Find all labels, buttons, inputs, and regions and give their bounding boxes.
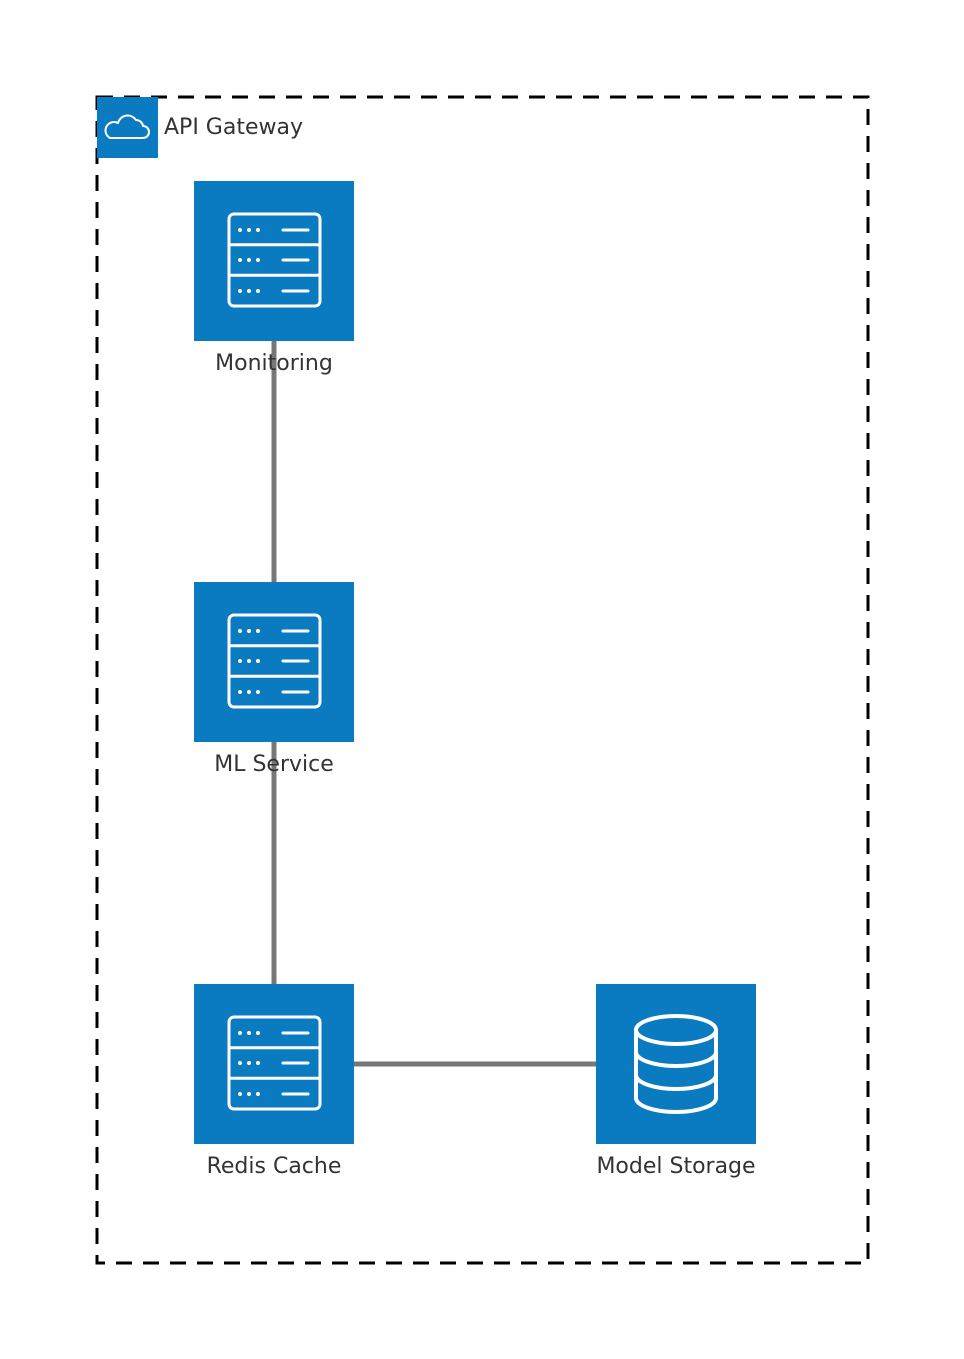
node-redis-cache[interactable] <box>194 984 354 1144</box>
api-gateway-group-border <box>95 95 870 1265</box>
node-monitoring[interactable] <box>194 181 354 341</box>
monitoring-label: Monitoring <box>215 351 333 376</box>
node-model-storage[interactable] <box>596 984 756 1144</box>
model-storage-label: Model Storage <box>596 1154 755 1179</box>
node-ml-service[interactable] <box>194 582 354 742</box>
api-gateway-label: API Gateway <box>164 115 303 140</box>
server-icon <box>227 613 322 709</box>
server-icon <box>227 1015 322 1111</box>
ml-service-label: ML Service <box>214 752 334 777</box>
api-gateway-group-badge <box>97 97 158 158</box>
redis-cache-label: Redis Cache <box>207 1154 342 1179</box>
cloud-icon <box>104 114 150 139</box>
server-icon <box>227 212 322 308</box>
edges <box>271 341 596 1067</box>
database-icon <box>634 1014 718 1114</box>
